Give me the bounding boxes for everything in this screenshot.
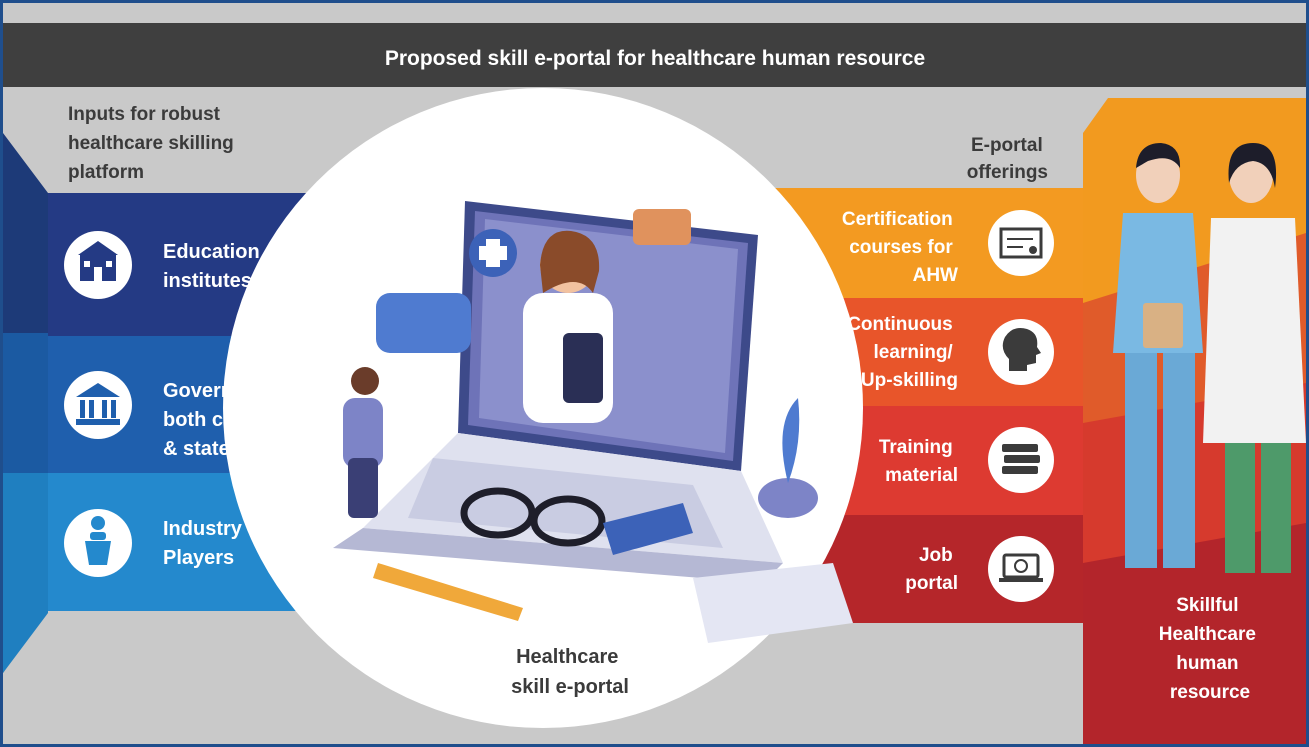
offering-label-learning: Continuous learning/ Up-skilling	[847, 314, 958, 391]
result-label: Skillful Healthcare human resource	[1159, 595, 1261, 703]
infographic-canvas: Proposed skill e-portal for healthcare h…	[3, 23, 1306, 744]
offering-label-job: Job portal	[905, 545, 958, 594]
offerings-heading: E-portal offerings	[967, 135, 1048, 183]
left-fold-bottom	[3, 473, 48, 673]
inputs-heading: Inputs for robust healthcare skilling pl…	[68, 104, 239, 183]
offering-band-certification	[758, 188, 1083, 298]
result-panel-bottom	[1083, 523, 1306, 744]
input-item-education: Education institutes	[64, 231, 265, 299]
laptop-globe-icon	[988, 536, 1054, 602]
laptop-illustration	[333, 201, 853, 643]
offering-item-learning: Continuous learning/ Up-skilling	[847, 314, 1054, 391]
title-bar	[3, 23, 1306, 87]
offering-label-certification: Certification courses for AHW	[842, 209, 958, 286]
healthcare-workers-illustration	[1113, 143, 1306, 573]
government-building-icon	[64, 371, 132, 439]
offering-label-training: Training material	[879, 437, 958, 486]
offering-item-job: Job portal	[905, 536, 1054, 602]
input-item-industry: Industry Players	[64, 509, 247, 577]
offering-item-training: Training material	[879, 427, 1054, 493]
left-fold-mid	[3, 333, 48, 473]
certificate-icon	[988, 210, 1054, 276]
input-label-industry: Industry Players	[163, 518, 247, 569]
center-label: Healthcare skill e-portal	[511, 646, 629, 698]
input-item-government: Government both central & state	[64, 371, 286, 460]
input-label-education: Education institutes	[163, 241, 265, 292]
offering-item-certification: Certification courses for AHW	[842, 209, 1054, 286]
page-title: Proposed skill e-portal for healthcare h…	[385, 47, 925, 70]
input-label-government: Government both central & state	[163, 380, 286, 460]
